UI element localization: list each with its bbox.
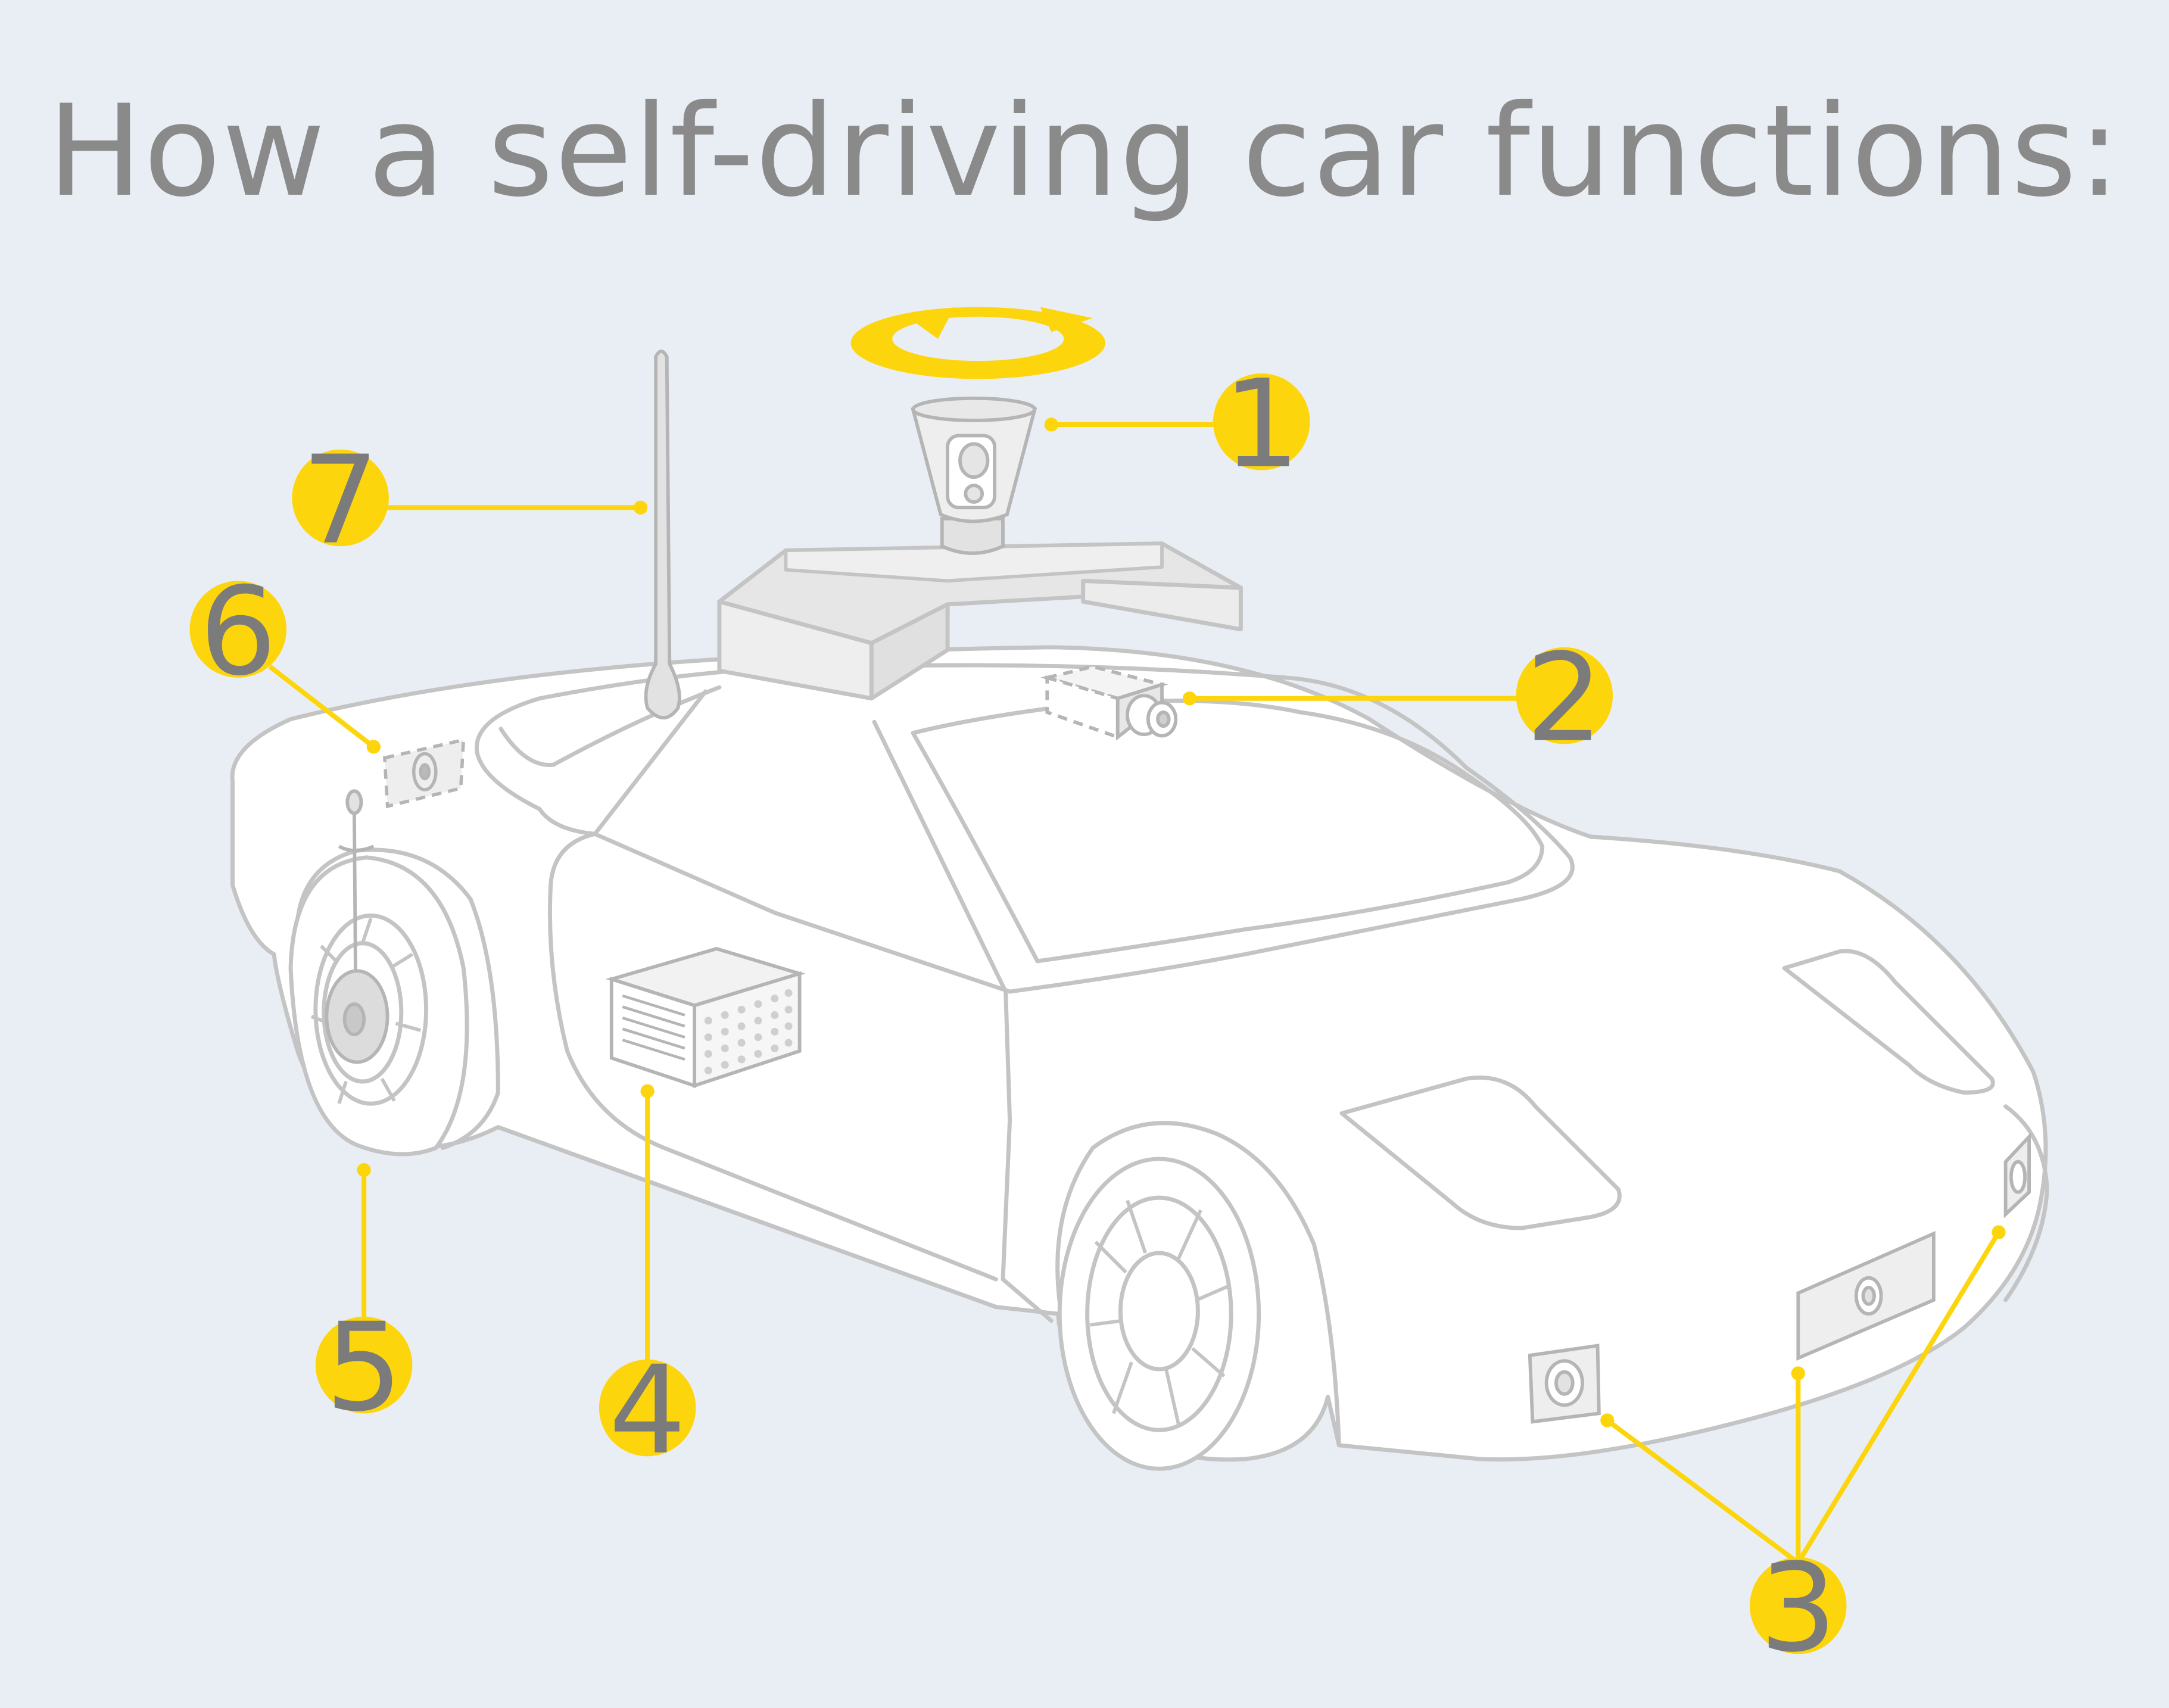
roof-rack — [717, 541, 1243, 701]
rotation-arrow-icon — [850, 307, 1105, 379]
callout-leaders — [268, 422, 2001, 1565]
callout-6-number: 6 — [200, 561, 277, 703]
front-camera — [1040, 665, 1178, 741]
callout-1: 1 — [1213, 354, 1310, 495]
callout-4: 4 — [599, 1340, 696, 1482]
callout-5: 5 — [315, 1297, 413, 1439]
callout-anchor-dots — [357, 417, 2006, 1428]
car-details — [295, 663, 2049, 1448]
callout-2-number: 2 — [1526, 628, 1603, 769]
page-title: How a self-driving car functions: — [47, 77, 2122, 225]
radar-sensors — [1528, 1132, 2031, 1424]
callout-5-number: 5 — [325, 1297, 403, 1439]
callout-4-number: 4 — [609, 1340, 686, 1482]
front-wheel — [1057, 1157, 1261, 1471]
rear-radar-sensor — [383, 737, 466, 809]
callout-7-number: 7 — [302, 430, 379, 572]
antenna — [644, 350, 681, 719]
callout-3: 3 — [1750, 1538, 1847, 1679]
rotating-lidar-sensor — [911, 396, 1037, 555]
callout-6: 6 — [189, 561, 287, 703]
callout-1-number: 1 — [1223, 354, 1300, 495]
wheel-encoder-sensor — [325, 789, 389, 1064]
central-computer — [605, 947, 806, 1089]
callout-2: 2 — [1516, 628, 1613, 769]
callout-3-number: 3 — [1759, 1538, 1837, 1679]
callout-7: 7 — [292, 430, 389, 572]
